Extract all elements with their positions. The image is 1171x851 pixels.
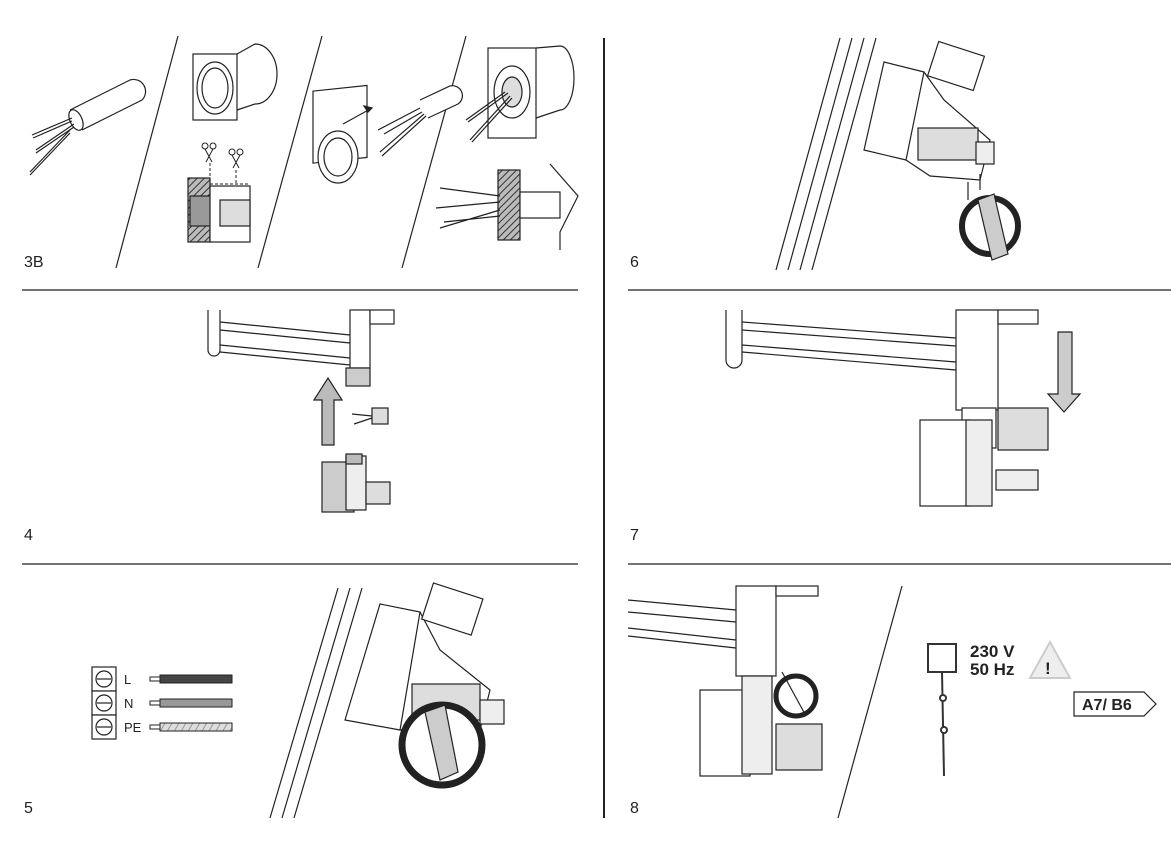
- step-label-4: 4: [24, 527, 33, 544]
- step-6-illustration: [775, 37, 1021, 271]
- step-label-6: 6: [630, 254, 639, 271]
- step-3b-illustration: [29, 35, 579, 269]
- step-label-3b: 3B: [24, 254, 44, 271]
- step-5-terminal-block: [91, 666, 117, 740]
- step-8-illustration: [627, 585, 903, 819]
- step-5-wires: [149, 674, 233, 732]
- frequency-label: 50 Hz: [970, 660, 1014, 679]
- terminal-n-label: N: [124, 696, 133, 711]
- panel-dividers: [22, 38, 1171, 818]
- step-label-8: 8: [630, 800, 639, 817]
- step-label-5: 5: [24, 800, 33, 817]
- step-5-illustration: [269, 582, 505, 819]
- warning-icon: [1028, 639, 1072, 679]
- step-7-illustration: [725, 309, 1082, 507]
- reference-tag: [1073, 691, 1157, 717]
- power-supply-symbol: [927, 643, 957, 777]
- reference-label: A7/ B6: [1082, 697, 1132, 714]
- terminal-l-label: L: [124, 672, 131, 687]
- terminal-pe-label: PE: [124, 720, 142, 735]
- step-label-7: 7: [630, 527, 639, 544]
- voltage-label: 230 V: [970, 642, 1015, 661]
- warning-symbol: !: [1045, 659, 1051, 678]
- step-4-illustration: [207, 309, 395, 513]
